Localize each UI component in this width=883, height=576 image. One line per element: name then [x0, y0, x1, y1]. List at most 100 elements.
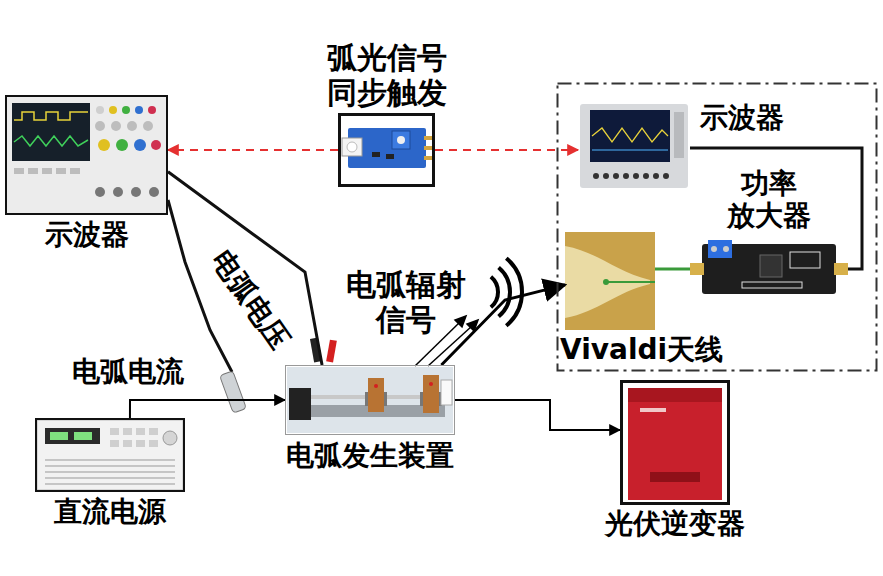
- radiation-rays-part: [455, 316, 466, 327]
- light-sensor-illustration-part: [424, 136, 433, 140]
- power-supply-illustration-part: [45, 478, 175, 479]
- arc-generator-illustration-part: [429, 382, 433, 386]
- connector: [168, 149, 338, 151]
- light-sensor-illustration-part: [392, 131, 410, 149]
- amplifier-photo: 功率 放大器: [690, 238, 848, 300]
- power-supply-illustration-part: [123, 428, 132, 435]
- node-label: Vivaldi天线: [560, 334, 723, 366]
- oscilloscope-illustration-part: [593, 173, 599, 179]
- radiation-waves-part: [506, 258, 522, 325]
- amplifier-illustration: [690, 240, 848, 294]
- oscilloscope-illustration-part: [96, 106, 104, 114]
- connector: [690, 148, 862, 269]
- connector: [130, 400, 285, 418]
- power-supply-illustration-part: [149, 440, 158, 447]
- power-supply-illustration-part: [136, 440, 145, 447]
- arc-generator-illustration-part: [368, 378, 384, 412]
- oscilloscope-illustration-part: [28, 168, 38, 174]
- oscilloscope-illustration-part: [143, 121, 153, 131]
- power-supply-illustration-part: [74, 432, 92, 440]
- amplifier-illustration-part: [708, 240, 732, 258]
- amplifier-illustration-part: [760, 255, 782, 277]
- oscilloscope-illustration-part: [623, 173, 629, 179]
- oscilloscope-illustration-part: [592, 149, 668, 150]
- radiation-waves-part: [491, 277, 498, 308]
- oscilloscope-illustration-part: [592, 128, 668, 142]
- oscilloscope-illustration-part: [653, 173, 659, 179]
- oscilloscope-illustration-part: [116, 139, 128, 151]
- oscilloscope-illustration-part: [7, 97, 166, 213]
- inverter-illustration-part: [650, 472, 700, 482]
- light-sensor-illustration-part: [372, 152, 380, 157]
- power-supply-illustration: [37, 420, 183, 490]
- oscilloscope-illustration-part: [613, 173, 619, 179]
- voltage-probe: [310, 337, 337, 362]
- oscilloscope-illustration-part: [580, 104, 688, 188]
- oscilloscope-illustration-part: [98, 139, 110, 151]
- arc-generator-illustration-part: [441, 380, 452, 405]
- connector: [168, 172, 322, 365]
- amplifier-illustration-part: [742, 282, 802, 288]
- antenna-illustration-part: [565, 232, 655, 330]
- antenna-illustration-part: [606, 281, 655, 283]
- radiation-waves: [491, 258, 522, 325]
- receiver-region: 示波器功率 放大器Vivaldi天线: [556, 82, 878, 372]
- node-label: 光伏逆变器: [605, 508, 745, 540]
- node-label: 示波器: [45, 219, 129, 251]
- voltage-probe-part: [326, 340, 337, 363]
- connector: [455, 400, 620, 430]
- oscilloscope-illustration: [7, 97, 166, 213]
- amplifier-illustration-part: [723, 246, 729, 252]
- oscilloscope-illustration-part: [14, 112, 88, 120]
- inverter-photo: 光伏逆变器: [620, 380, 730, 505]
- oscilloscope-illustration-part: [148, 106, 156, 114]
- arc-generator-illustration-part: [423, 375, 439, 413]
- oscilloscope-illustration-part: [111, 121, 121, 131]
- light-sensor-illustration-part: [424, 146, 433, 150]
- power-supply-illustration-part: [45, 460, 175, 461]
- inverter-illustration-part: [640, 408, 666, 412]
- oscilloscope-illustration-part: [95, 121, 105, 131]
- node-label: 电弧发生装置: [286, 440, 454, 472]
- oscilloscope-illustration-part: [603, 173, 609, 179]
- amplifier-illustration-part: [834, 263, 848, 275]
- oscilloscope-illustration-part: [42, 168, 52, 174]
- radiation-waves-part: [499, 268, 510, 317]
- light-sensor-illustration-part: [424, 156, 433, 160]
- oscilloscope-illustration-part: [134, 139, 146, 151]
- oscilloscope-illustration-part: [135, 106, 143, 114]
- light-sensor-box: 弧光信号 同步触发: [338, 113, 435, 187]
- arc-generator-illustration: [287, 367, 453, 433]
- oscilloscope-illustration-part: [131, 187, 141, 197]
- light-sensor-illustration-part: [386, 154, 394, 159]
- oscilloscope-illustration-part: [122, 106, 130, 114]
- edge-label: 电弧电压: [204, 243, 297, 356]
- arc-generator-illustration-part: [289, 388, 311, 420]
- oscilloscope-illustration-part: [151, 140, 161, 150]
- node-label: 示波器: [700, 102, 784, 134]
- oscilloscope-photo: 示波器: [578, 102, 690, 190]
- oscilloscope-illustration-part: [113, 187, 123, 197]
- amplifier-illustration-part: [690, 263, 704, 275]
- oscilloscope-illustration-part: [95, 187, 105, 197]
- power-supply-illustration-part: [123, 440, 132, 447]
- arc-generator-photo: 电弧发生装置: [285, 365, 455, 435]
- arc-generator-illustration-part: [287, 367, 453, 433]
- oscilloscope-illustration-part: [674, 112, 684, 158]
- oscilloscope-illustration-part: [14, 136, 88, 146]
- power-supply-illustration-part: [110, 440, 119, 447]
- light-sensor-illustration-part: [397, 136, 405, 144]
- inverter-illustration-part: [628, 388, 722, 500]
- node-label: 直流电源: [54, 496, 166, 528]
- antenna-photo: Vivaldi天线: [565, 232, 655, 330]
- power-supply-illustration-part: [45, 484, 175, 485]
- antenna-illustration-part: [603, 279, 609, 285]
- oscilloscope-illustration-part: [590, 110, 670, 162]
- oscilloscope-illustration-part: [56, 168, 66, 174]
- power-supply-illustration-part: [50, 432, 68, 440]
- power-supply-illustration-part: [163, 431, 177, 445]
- power-supply-illustration-part: [37, 420, 183, 490]
- node-label: 功率 放大器: [721, 168, 816, 232]
